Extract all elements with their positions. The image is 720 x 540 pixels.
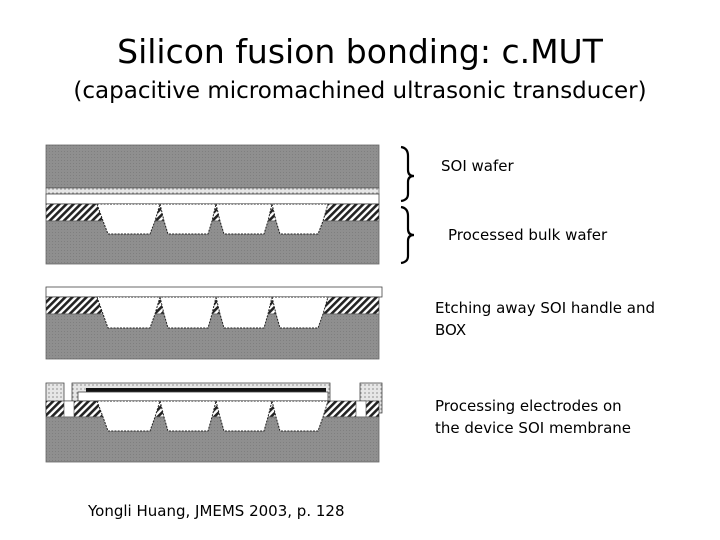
step2-etched	[45, 286, 383, 360]
label-etching-step: Etching away SOI handle and BOX	[435, 299, 656, 339]
cavities-step3	[96, 400, 329, 432]
slide-title: Silicon fusion bonding: c.MUT	[117, 32, 603, 71]
step3-electrodes	[45, 382, 383, 463]
label-electrode-step: Processing electrodes on the device SOI …	[435, 397, 632, 437]
citation: Yongli Huang, JMEMS 2003, p. 128	[88, 502, 345, 520]
step2-bulk-silicon	[45, 313, 380, 360]
bulk-silicon	[45, 220, 380, 265]
soi-device-layer	[45, 193, 380, 205]
step2-device-layer	[45, 286, 383, 298]
cavities-step2	[96, 296, 329, 329]
soi-box-layer	[45, 187, 380, 195]
soi-handle	[45, 144, 380, 189]
brace-bulk	[400, 205, 415, 265]
brace-soi	[400, 145, 415, 203]
step3-bulk-silicon	[45, 416, 380, 463]
label-soi-wafer: SOI wafer	[441, 157, 514, 175]
step1-bonded-wafers	[45, 144, 380, 265]
step3-membrane	[77, 391, 329, 402]
cavities-step1	[96, 203, 329, 235]
label-processed-bulk-wafer: Processed bulk wafer	[448, 226, 608, 244]
top-electrode	[86, 388, 326, 392]
slide-subtitle: (capacitive micromachined ultrasonic tra…	[73, 78, 647, 104]
